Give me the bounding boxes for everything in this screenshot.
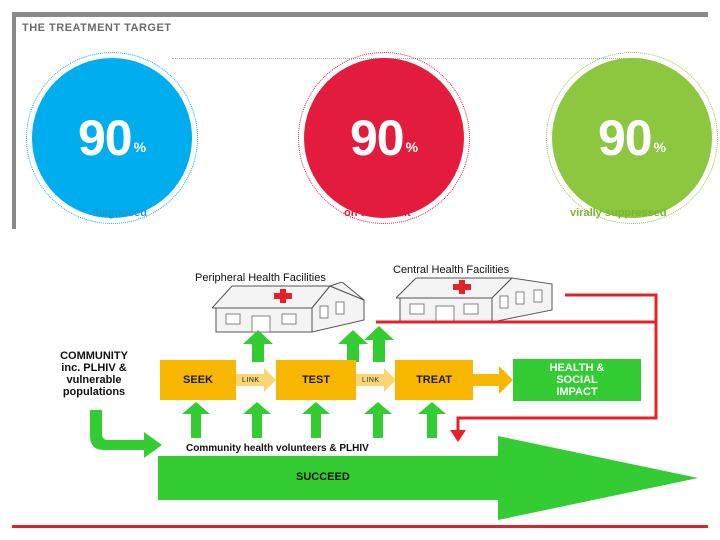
community-line: vulnerable [66, 374, 122, 386]
up-arrow-to-peripheral [338, 330, 368, 362]
panel-title: THE TREATMENT TARGET [22, 22, 172, 34]
health-social-impact-box: HEALTH & SOCIAL IMPACT [513, 359, 641, 401]
caption-virally-suppressed: virally suppressed [570, 207, 667, 219]
referral-loop-arrow [376, 293, 658, 442]
community-bent-arrow [90, 410, 162, 458]
target-circle-diagnosed: 90 % [32, 58, 192, 218]
seek-step: SEEK [160, 360, 236, 400]
up-arrow [418, 402, 446, 438]
central-facilities-label: Central Health Facilities [393, 264, 510, 276]
peripheral-facilities-label: Peripheral Health Facilities [195, 272, 326, 284]
red-cross-icon [274, 289, 292, 303]
target-circle-on-treatment: 90 % [304, 58, 464, 218]
outcome-line: IMPACT [556, 386, 598, 398]
test-step: TEST [276, 360, 356, 400]
ring-virally-suppressed [546, 52, 718, 224]
panel-left-border [12, 12, 16, 229]
up-arrow-to-peripheral [243, 330, 273, 362]
treatment-target-panel: THE TREATMENT TARGET 90 % diagnosed 90 %… [12, 12, 718, 229]
succeed-arrow [158, 436, 698, 520]
caption-on-treatment: on treatment [344, 207, 411, 219]
community-line: populations [62, 386, 126, 398]
caption-diagnosed: diagnosed [92, 207, 148, 219]
outcome-line: HEALTH & [549, 362, 605, 374]
red-cross-icon [453, 280, 471, 294]
target-value: 90 [77, 110, 133, 166]
volunteers-label: Community health volunteers & PLHIV [186, 443, 369, 454]
right-arrow-to-impact [473, 366, 513, 394]
up-arrow-to-central [364, 326, 394, 362]
peripheral-facility-building-icon [212, 282, 365, 333]
ring-on-treatment [298, 52, 470, 224]
succeed-label: SUCCEED [296, 471, 350, 483]
target-unit: % [653, 139, 667, 155]
community-line: COMMUNITY [60, 350, 128, 362]
link-label: LINK [362, 377, 380, 384]
target-unit: % [405, 139, 419, 155]
community-label: COMMUNITY inc. PLHIV & vulnerable popula… [38, 350, 150, 398]
up-arrow [182, 402, 210, 438]
target-circle-virally-suppressed: 90 % [552, 58, 712, 218]
panel-top-border [12, 12, 708, 17]
right-arrow [356, 368, 396, 392]
up-arrow [364, 402, 392, 438]
right-arrow [236, 368, 276, 392]
target-value: 90 [597, 110, 653, 166]
treat-step: TREAT [395, 360, 473, 400]
ring-diagnosed [26, 52, 198, 224]
link-label: LINK [242, 377, 260, 384]
outcome-line: SOCIAL [556, 374, 598, 386]
bottom-red-rule [12, 525, 708, 528]
up-arrow [302, 402, 330, 438]
target-unit: % [133, 139, 147, 155]
community-line: inc. PLHIV & [61, 362, 127, 374]
up-arrow [243, 402, 271, 438]
target-value: 90 [349, 110, 405, 166]
